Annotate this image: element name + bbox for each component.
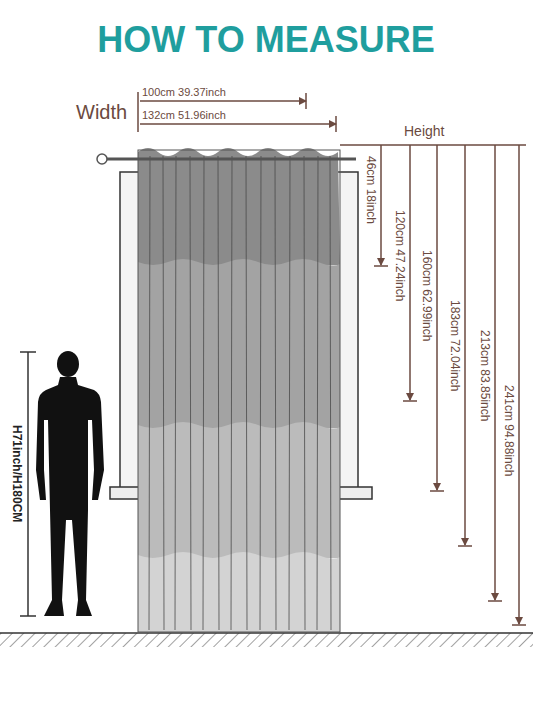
height-dimension: [340, 145, 526, 625]
curtain-fold: [246, 156, 247, 630]
person-silhouette: [36, 351, 104, 616]
curtain-fold: [149, 156, 150, 630]
curtain-fold: [260, 156, 261, 630]
curtain-fold: [304, 156, 305, 630]
curtain: [138, 148, 340, 632]
curtain-fold: [289, 156, 290, 630]
curtain-fold: [317, 156, 318, 630]
curtain-fold: [231, 156, 232, 630]
person-height-label: H71inch/H180CM: [10, 425, 23, 522]
title: HOW TO MEASURE: [97, 20, 434, 60]
curtain-rod: [104, 158, 356, 161]
width-dimension-label: 100cm 39.37inch: [142, 86, 226, 98]
curtain-fold: [175, 156, 176, 630]
curtain-fold: [218, 156, 219, 630]
height-dimension-label: 46cm 18inch: [364, 156, 377, 224]
curtain-fold: [330, 156, 331, 630]
height-dimension-label: 213cm 83.85inch: [478, 330, 491, 421]
curtain-fold: [190, 156, 191, 630]
height-dimension-label: 160cm 62.99inch: [420, 250, 433, 341]
height-dimension-label: 183cm 72.04inch: [448, 300, 461, 391]
height-dimension-label: 120cm 47.24inch: [393, 210, 406, 301]
height-heading: Height: [404, 124, 444, 139]
width-dimension-label: 132cm 51.96inch: [142, 109, 226, 121]
curtain-fold: [203, 156, 204, 630]
width-heading: Width: [76, 101, 127, 123]
height-dimension-label: 241cm 94.88inch: [502, 385, 515, 476]
rod-finial: [97, 154, 107, 164]
curtain-fold: [275, 156, 276, 630]
ground-hatch: [0, 633, 533, 647]
curtain-fold: [163, 156, 164, 630]
